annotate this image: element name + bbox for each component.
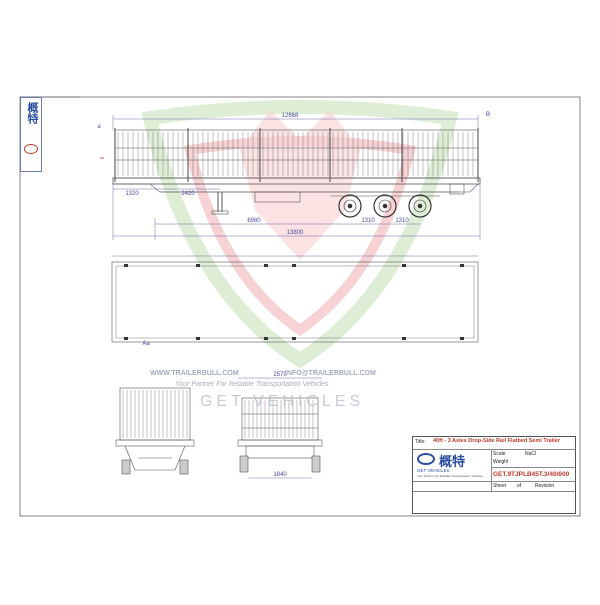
title-value: 40ft - 3 Axles Drop-Side Rail Flatbed Se… bbox=[433, 438, 560, 444]
rear-view bbox=[115, 387, 195, 475]
dim-axle-spacing-2: 1310 bbox=[395, 218, 409, 224]
top-view bbox=[111, 255, 479, 343]
dim-overall-length: 12868 bbox=[282, 113, 299, 119]
dim-kingpin-offset: 1320 bbox=[125, 191, 139, 197]
titleblock-logo-icon bbox=[417, 453, 435, 465]
titleblock-logo-en: GET VEHICLES bbox=[417, 468, 450, 473]
dim-axle-spacing-1: 1310 bbox=[361, 218, 375, 224]
left-logo-strip: 概特 bbox=[20, 97, 42, 172]
drawing-frame bbox=[19, 96, 581, 517]
watermark-email: INFO@TRAILERBULL.COM bbox=[285, 370, 376, 377]
drawing-code: GET.9TJPLB45T.3/40/600 bbox=[493, 471, 570, 478]
watermark-brand: GET VEHICLES bbox=[200, 393, 364, 410]
left-logo-icon bbox=[24, 144, 38, 154]
weight-label: Weight bbox=[493, 459, 509, 465]
dim-wheelbase: 6980 bbox=[247, 218, 261, 224]
left-logo-text: 概特 bbox=[26, 102, 39, 124]
titleblock-logo-tagline: Your Partner For Reliable Transportation… bbox=[417, 474, 483, 478]
front-view bbox=[237, 377, 323, 479]
watermark-slogan: Your Partner For Reliable Transportation… bbox=[175, 381, 329, 388]
dim-overall-width: 2570 bbox=[273, 372, 287, 378]
revision-label: Revision bbox=[535, 483, 555, 489]
of-label: of bbox=[517, 483, 522, 489]
watermark-site: WWW.TRAILERBULL.COM bbox=[150, 370, 239, 377]
title-block: Title: 40ft - 3 Axles Drop-Side Rail Fla… bbox=[412, 436, 576, 514]
dim-total-bottom: 13800 bbox=[287, 230, 304, 236]
dim-top-label: Aa bbox=[142, 341, 150, 347]
section-marker: B bbox=[486, 112, 490, 118]
dim-track-width: 1840 bbox=[273, 472, 287, 478]
title-label: Title: bbox=[415, 439, 426, 445]
titleblock-logo-cn: 概特 bbox=[439, 455, 466, 470]
scale-label: Scale bbox=[493, 451, 506, 457]
sheet-label: Sheet bbox=[493, 483, 507, 489]
scale-value: NaCl bbox=[525, 451, 537, 457]
dim-side-label: a bbox=[97, 124, 101, 130]
dim-landing-gear: 2420 bbox=[181, 191, 195, 197]
side-view bbox=[100, 115, 481, 240]
